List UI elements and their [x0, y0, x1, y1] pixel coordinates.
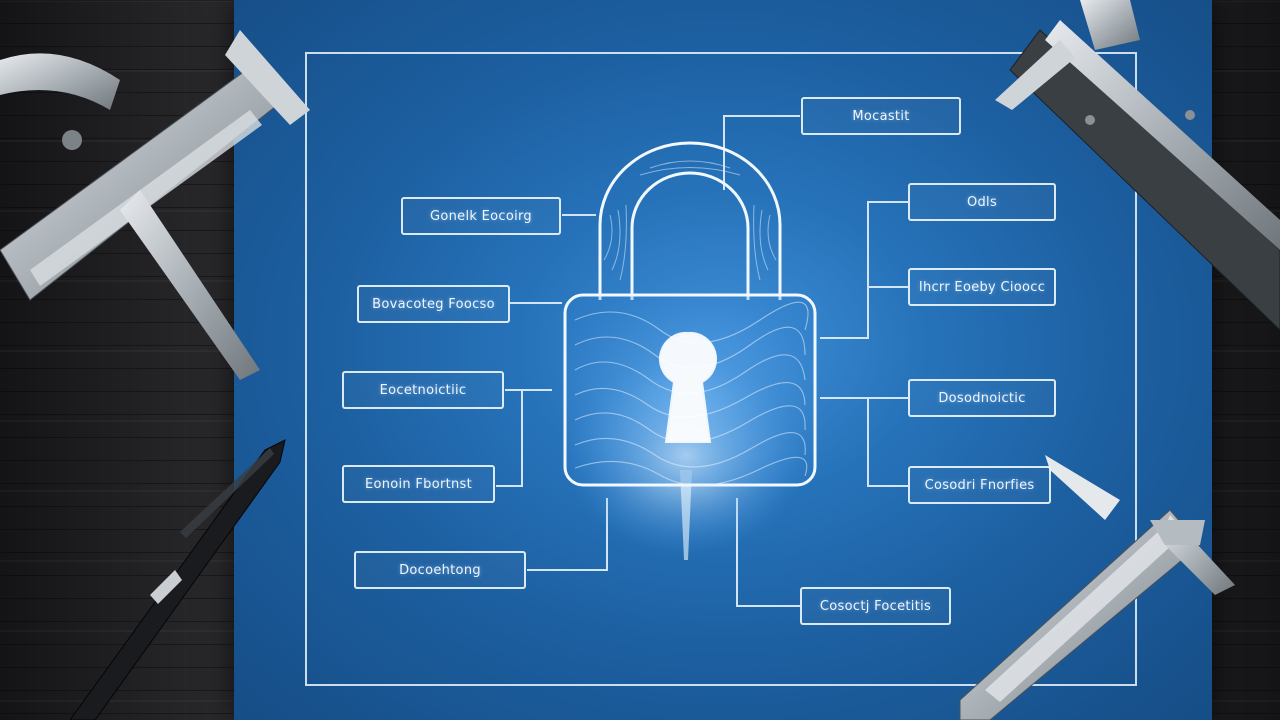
label-bovacoteg-foocso: Bovacoteg Foocso [357, 285, 510, 323]
caliper-top-right-icon [995, 0, 1280, 331]
label-gonelk-eocoirg: Gonelk Eocoirg [401, 197, 561, 235]
label-eocetnoictiic: Eocetnoictiic [342, 371, 504, 409]
label-ihcrr-eoeby-cioocc: Ihcrr Eoeby Cioocc [908, 268, 1056, 306]
blueprint-frame [305, 52, 1137, 686]
pen-icon [69, 439, 286, 720]
label-dosodnoictic: Dosodnoictic [908, 379, 1056, 417]
label-docoehtong: Docoehtong [354, 551, 526, 589]
padlock-icon [563, 141, 817, 487]
caliper-bottom-right-icon [959, 455, 1235, 720]
label-mocastit: Mocastit [801, 97, 961, 135]
caliper-top-left-icon [0, 30, 310, 380]
label-cosoctj-focetitis: Cosoctj Focetitis [800, 587, 951, 625]
label-eonoin-fbortnst: Eonoin Fbortnst [342, 465, 495, 503]
label-odls: Odls [908, 183, 1056, 221]
light-beam [680, 470, 692, 560]
label-cosodri-fnorfies: Cosodri Fnorfies [908, 466, 1051, 504]
keyhole-icon [658, 331, 718, 443]
